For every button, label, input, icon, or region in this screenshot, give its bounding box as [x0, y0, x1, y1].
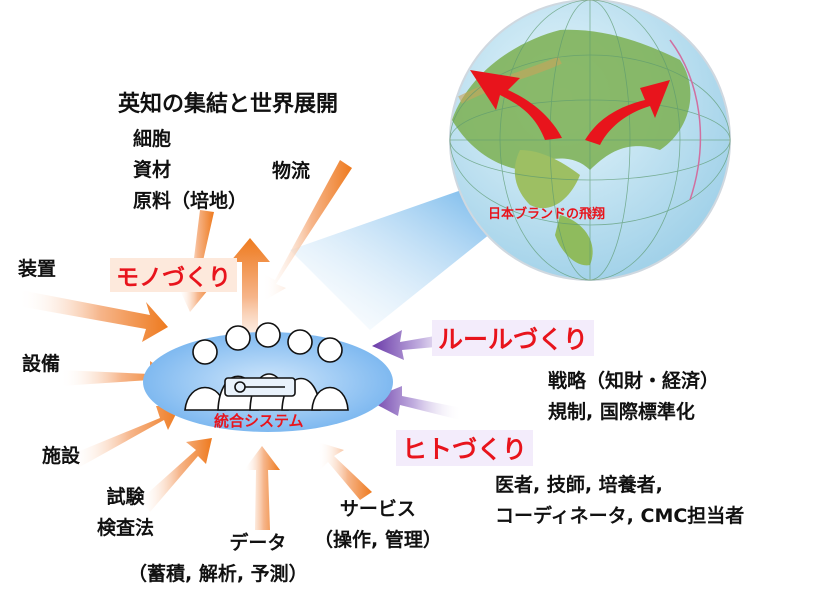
label-coordinator: コーディネータ, CMC担当者	[495, 505, 745, 527]
label-service-detail: （操作, 管理）	[314, 529, 442, 551]
label-data: データ	[229, 532, 287, 554]
diagram-title: 英知の集結と世界展開	[118, 92, 339, 117]
label-kisei: 規制, 国際標準化	[548, 401, 695, 423]
red-arrow-west	[470, 70, 562, 140]
arrow-service	[318, 442, 372, 500]
arrow-setsubi	[60, 361, 172, 392]
label-shisetsu: 施設	[42, 445, 81, 467]
label-senryaku: 戦略（知財・経済）	[548, 370, 720, 392]
center-label: 統合システム	[214, 412, 304, 430]
section-hito: ヒトづくり	[396, 430, 534, 466]
label-shiken: 試験	[106, 486, 145, 508]
label-kensaho: 検査法	[97, 517, 155, 539]
red-arrow-east	[585, 80, 670, 145]
label-butsuryu: 物流	[272, 160, 311, 182]
label-saibo: 細胞	[133, 128, 172, 150]
section-rule: ルールづくり	[432, 320, 595, 356]
section-mono: モノづくり	[110, 258, 237, 292]
arrow-hito	[368, 386, 462, 420]
arrow-shisetsu	[70, 406, 180, 468]
label-saibo-group: 細胞 資材 原料（培地）	[133, 124, 247, 217]
label-shiken-group: 試験 検査法	[97, 482, 154, 544]
label-data-group: データ （蓄積, 解析, 予測）	[128, 528, 308, 590]
globe-label: 日本ブランドの飛翔	[488, 207, 606, 222]
arrow-saibo	[230, 238, 270, 370]
label-genryo: 原料（培地）	[133, 190, 248, 212]
label-setsubi: 設備	[22, 353, 61, 375]
brand-beam	[290, 180, 520, 330]
arrow-souchi	[18, 290, 168, 342]
label-rule-detail: 戦略（知財・経済） 規制, 国際標準化	[548, 366, 719, 428]
arrow-butsuryu	[262, 160, 352, 302]
label-service: サービス	[339, 498, 416, 520]
label-data-detail: （蓄積, 解析, 予測）	[128, 563, 308, 585]
label-isha: 医者, 技師, 培養者,	[495, 474, 663, 496]
arrow-data	[244, 446, 280, 530]
people-group-illustration	[184, 322, 349, 411]
label-service-group: サービス （操作, 管理）	[314, 494, 442, 556]
arrow-shiken	[140, 438, 212, 512]
label-hito-detail: 医者, 技師, 培養者, コーディネータ, CMC担当者	[495, 470, 744, 532]
label-souchi: 装置	[18, 258, 57, 280]
label-shizai: 資材	[133, 159, 172, 181]
